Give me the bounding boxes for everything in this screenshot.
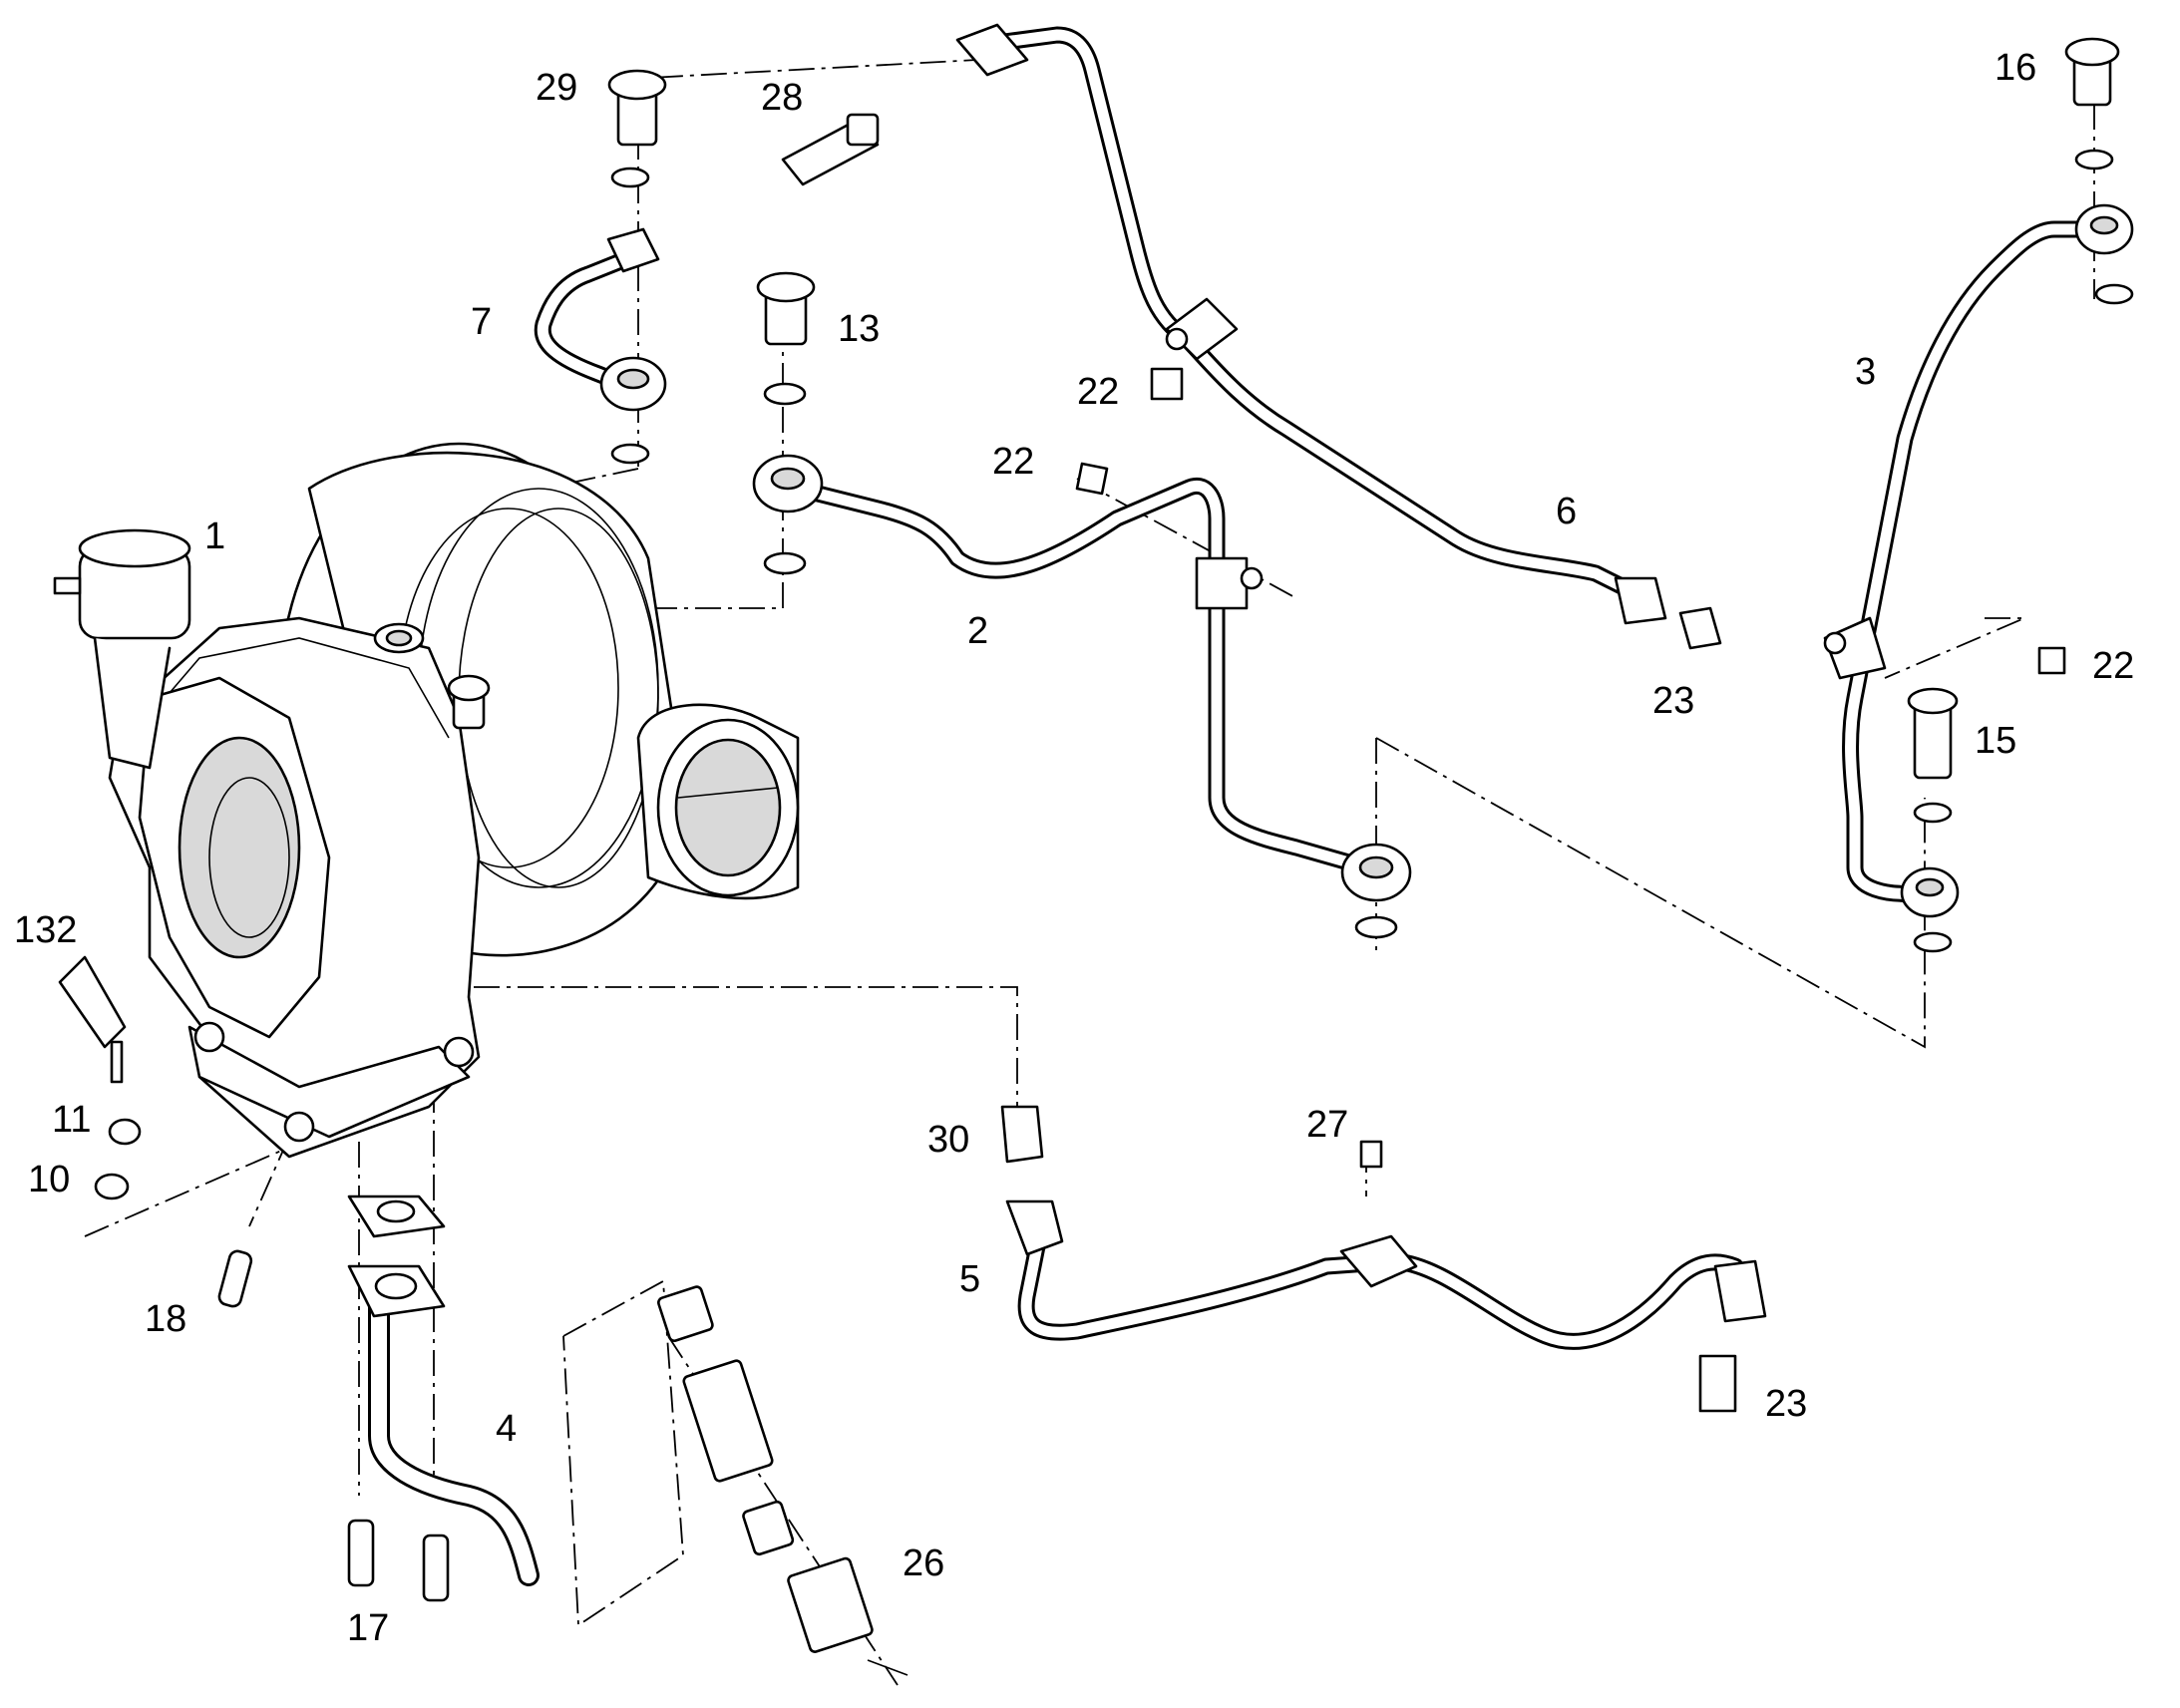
callout-5: 5 (959, 1258, 980, 1300)
callout-16: 16 (1995, 47, 2036, 89)
turbocharger-part-1 (53, 442, 800, 1159)
callout-23-lower: 23 (1765, 1383, 1807, 1425)
callout-23-upper: 23 (1652, 680, 1694, 722)
callout-15: 15 (1975, 720, 2016, 762)
callout-22-middle: 22 (992, 441, 1034, 483)
callout-13: 13 (838, 308, 880, 350)
callout-27: 27 (1306, 1104, 1348, 1146)
callout-132: 132 (14, 909, 77, 951)
callout-11: 11 (52, 1099, 91, 1141)
callout-22-right: 22 (2092, 645, 2134, 687)
tube-part-3 (1823, 203, 2134, 918)
callout-3: 3 (1855, 351, 1876, 393)
tube-part-2 (752, 454, 1412, 902)
callout-labels: 1 2 3 4 5 6 7 10 11 13 15 16 17 18 22 22… (14, 47, 2134, 1649)
callout-2: 2 (967, 610, 988, 652)
callout-28: 28 (761, 77, 803, 119)
tube-part-7 (534, 227, 667, 412)
tube-part-5 (1005, 1199, 1767, 1350)
callout-1: 1 (204, 515, 225, 557)
callout-18: 18 (145, 1298, 186, 1340)
callout-29: 29 (536, 67, 577, 109)
fitting-parts (58, 37, 2134, 1676)
callout-17: 17 (347, 1607, 389, 1649)
callout-7: 7 (471, 301, 492, 343)
callout-6: 6 (1556, 491, 1577, 532)
callout-22-upper: 22 (1077, 371, 1119, 413)
callout-26: 26 (903, 1542, 944, 1584)
tube-part-6 (955, 23, 1667, 625)
callout-4: 4 (496, 1408, 517, 1450)
drain-tube-part-4 (347, 1195, 540, 1586)
callout-10: 10 (28, 1159, 70, 1200)
callout-30: 30 (927, 1119, 969, 1161)
